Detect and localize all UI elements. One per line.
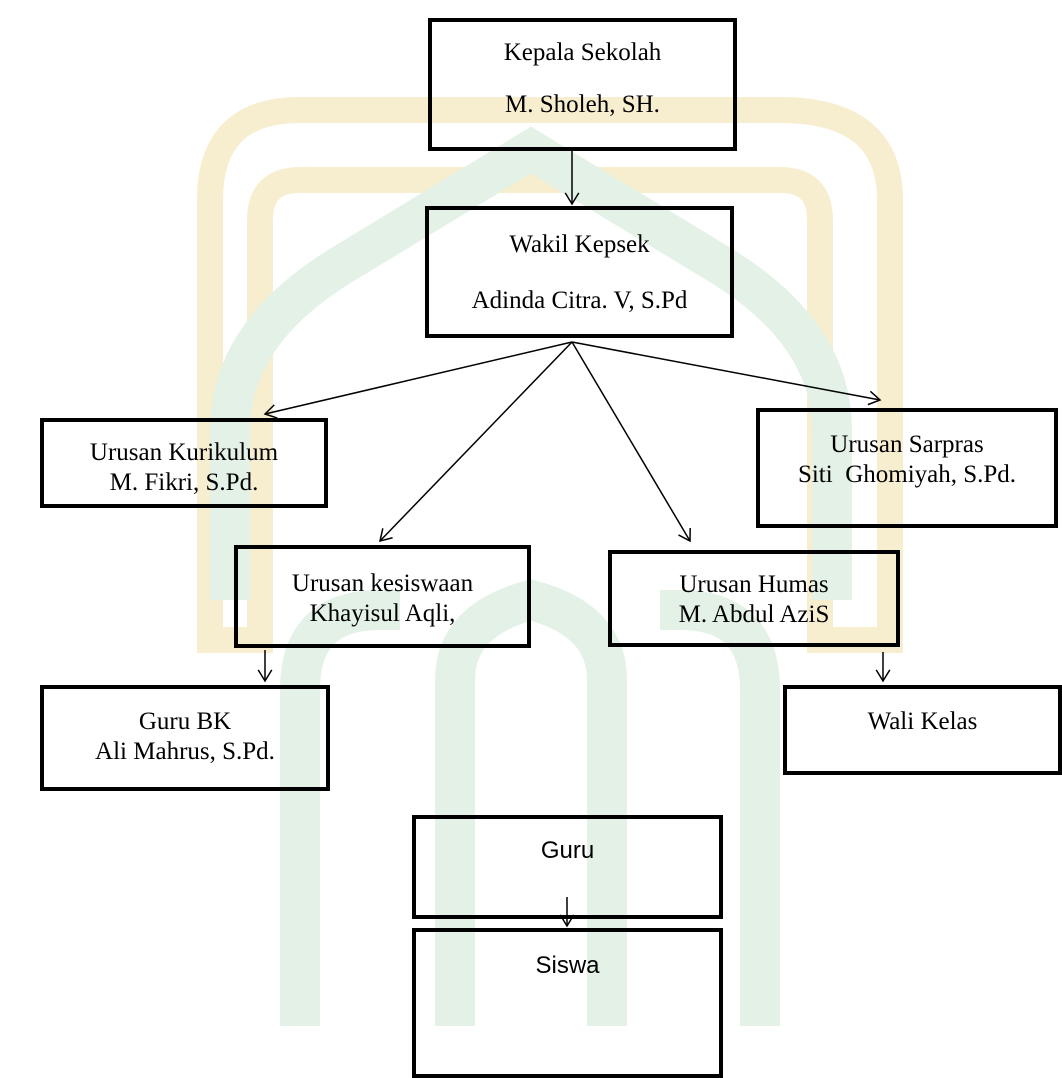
connector-wakil-to-humas: [571, 341, 691, 543]
connector-line: [571, 341, 881, 401]
arrowhead-icon: [257, 669, 273, 683]
node-person: M. Sholeh, SH.: [505, 91, 660, 118]
node-title: Wakil Kepsek: [509, 231, 650, 258]
connector-wakil-to-sarpras: [571, 341, 882, 406]
node-title: Kepala Sekolah: [503, 39, 662, 66]
connector-layer: [257, 151, 891, 928]
connector-line: [571, 341, 691, 542]
node-wakil-kepsek: Wakil Kepsek Adinda Citra. V, S.Pd: [425, 206, 734, 338]
node-person: Adinda Citra. V, S.Pd: [471, 287, 688, 314]
node-person: Khayisul Aqli,: [309, 600, 456, 627]
node-title: Urusan Humas: [679, 571, 829, 598]
node-urusan-sarpras: Urusan Sarpras Siti Ghomiyah, S.Pd.: [756, 408, 1058, 528]
node-guru-bk: Guru BK Ali Mahrus, S.Pd.: [40, 685, 330, 791]
arrowhead-icon: [379, 528, 393, 543]
arrowhead-icon: [867, 390, 882, 406]
arrowhead-icon: [263, 404, 278, 419]
university-logo-watermark: [197, 97, 903, 1026]
connector-wakil-to-kesiswaan: [379, 341, 573, 543]
node-urusan-kurikulum: Urusan Kurikulum M. Fikri, S.Pd.: [40, 418, 328, 508]
node-title: Siswa: [535, 952, 600, 979]
node-kepala-sekolah: Kepala Sekolah M. Sholeh, SH.: [428, 18, 737, 151]
node-guru: Guru: [412, 815, 723, 919]
node-person: Siti Ghomiyah, S.Pd.: [797, 461, 1017, 488]
connector-line: [264, 341, 573, 415]
connector-kesiswaan-to-gurubk: [257, 650, 273, 683]
node-title: Guru BK: [138, 708, 232, 735]
node-title: Guru: [540, 837, 595, 864]
watermark-green-shape: [210, 126, 852, 1026]
watermark-gold-shape: [197, 97, 903, 653]
node-wali-kelas: Wali Kelas: [783, 685, 1062, 775]
connector-line: [379, 341, 573, 542]
arrowhead-icon: [564, 192, 580, 206]
node-siswa: Siswa: [412, 928, 723, 1078]
connector-kepala-to-wakil: [564, 151, 580, 206]
node-title: Urusan kesiswaan: [291, 570, 474, 597]
node-title: Urusan Sarpras: [830, 431, 984, 458]
connector-wakil-to-kurikulum: [263, 341, 573, 419]
node-person: Ali Mahrus, S.Pd.: [95, 738, 275, 765]
connector-humas-to-walikelas: [875, 652, 891, 683]
arrowhead-icon: [875, 669, 891, 683]
node-title: Urusan Kurikulum: [89, 439, 279, 466]
node-person: M. Abdul AziS: [678, 601, 830, 628]
node-urusan-kesiswaan: Urusan kesiswaan Khayisul Aqli,: [234, 545, 531, 648]
node-title: Wali Kelas: [867, 708, 978, 735]
node-person: M. Fikri, S.Pd.: [109, 469, 259, 496]
node-urusan-humas: Urusan Humas M. Abdul AziS: [608, 550, 900, 647]
arrowhead-icon: [678, 527, 691, 543]
